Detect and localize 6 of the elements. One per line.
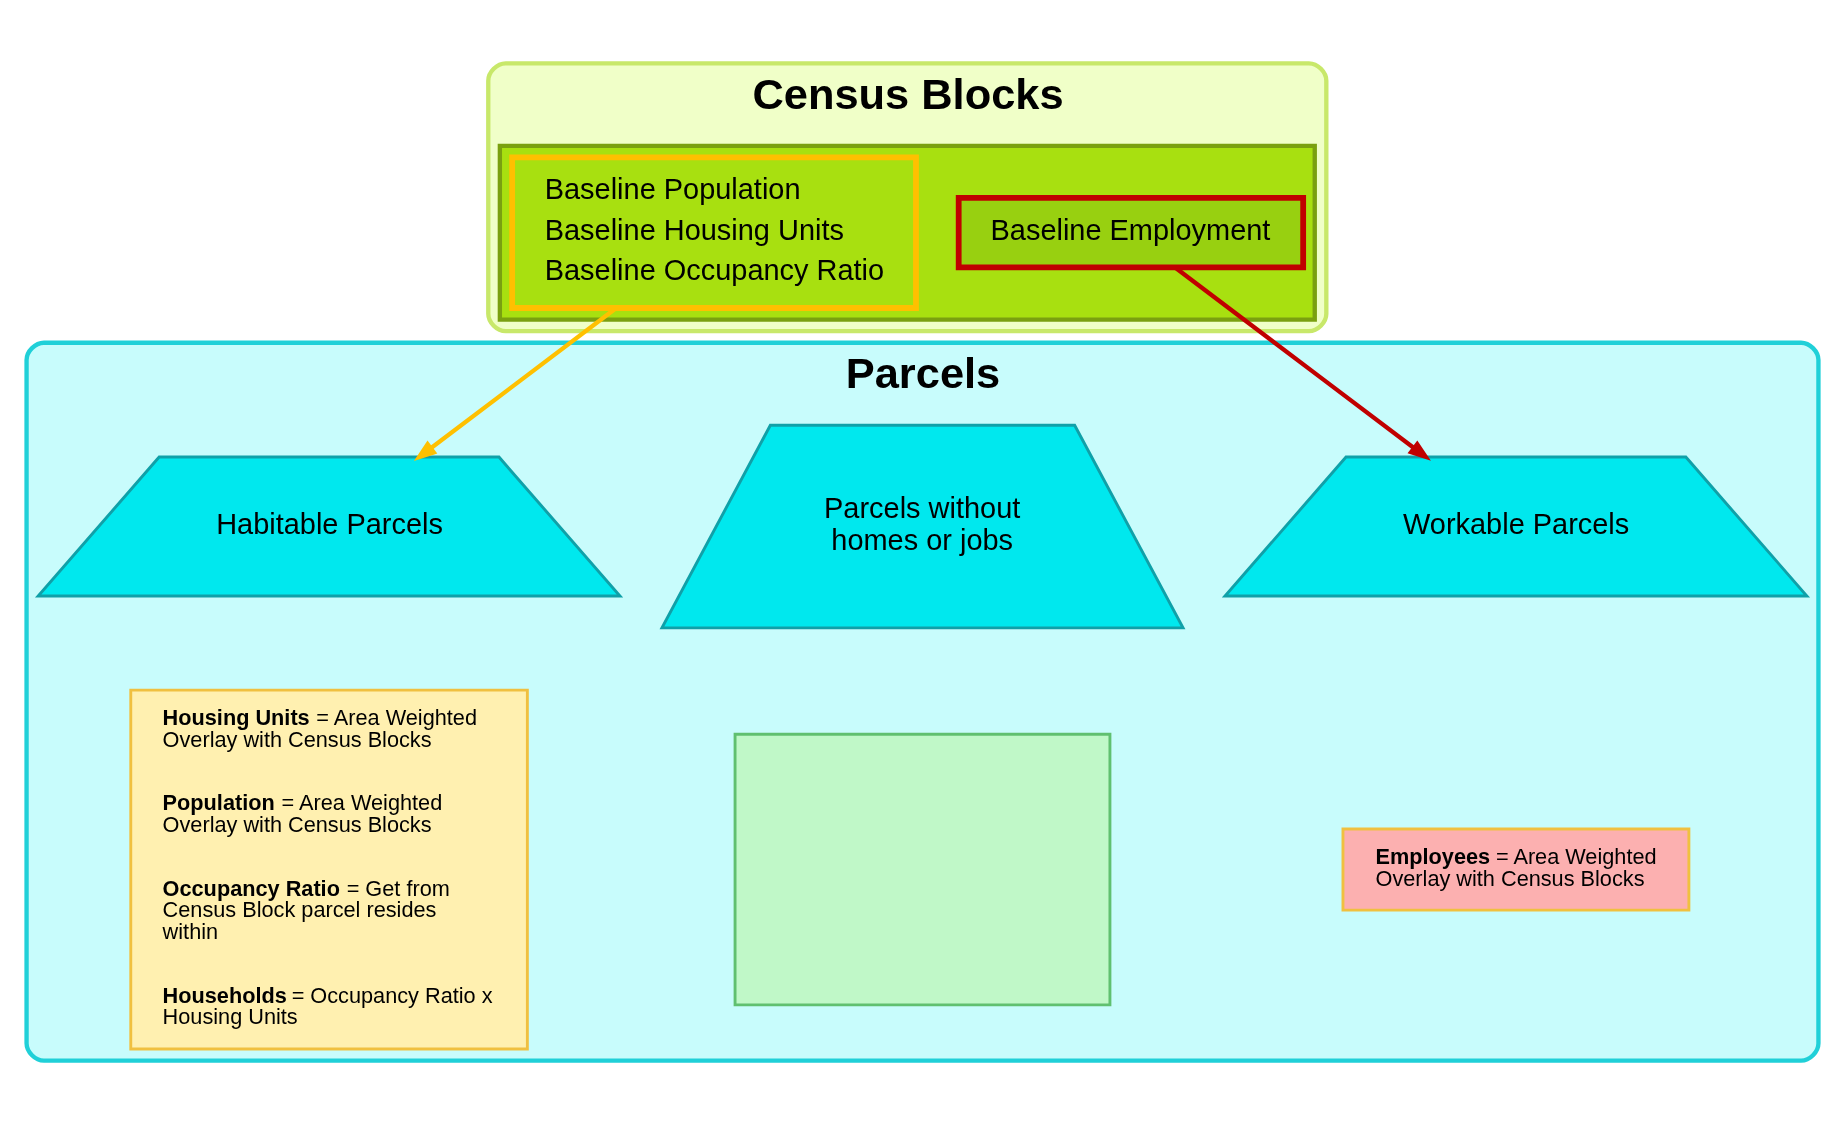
node-box [733,732,1111,1006]
cluster [497,143,1317,322]
node-box: Housing Units = Area Weighted Overlay with Census Blocks Population = Area Weighted Overlay with Census Blocks Occupancy Ratio = Get from Census Block parcel resides within Households = Occupancy Ratio x Housing Units [128,688,529,1050]
node-box: Baseline Population Baseline Housing Units Baseline Occupancy Ratio [508,154,919,311]
node-box: Employees = Area Weighted Overlay with Census Blocks [1341,827,1690,912]
node-box: Baseline Employment [955,194,1306,270]
